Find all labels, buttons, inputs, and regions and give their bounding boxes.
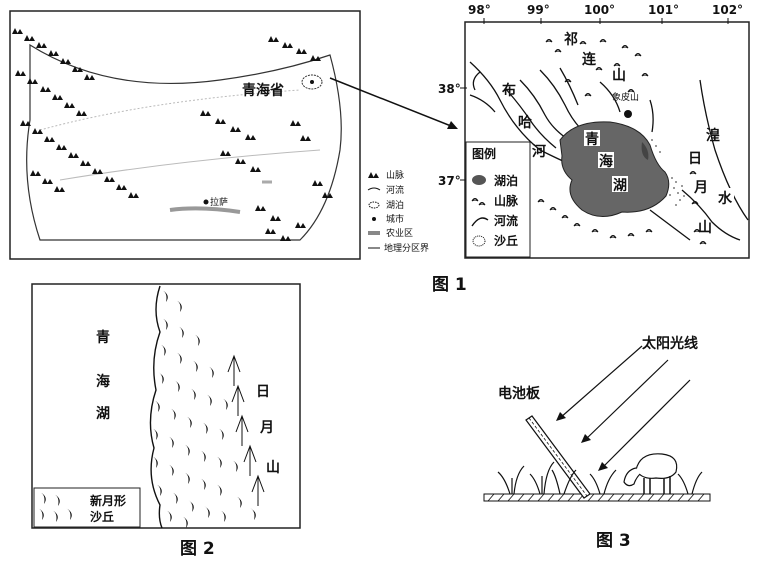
- figure1-caption: 图 1: [432, 275, 467, 295]
- lon-98: 98°: [468, 3, 491, 17]
- label-he: 河: [532, 143, 546, 160]
- label-lake-hu: 湖: [613, 178, 627, 194]
- lon-102: 102°: [712, 3, 743, 17]
- detail-legend: 图例 湖泊 山脉 河流 沙丘: [465, 141, 531, 258]
- lon-100: 100°: [584, 3, 615, 17]
- panel-label: 电池板: [498, 385, 541, 402]
- figure2-caption: 图 2: [180, 539, 215, 559]
- fig2-lake-hai: 海: [96, 373, 110, 390]
- label-shan: 山: [612, 68, 626, 84]
- dlegend-river: 河流: [493, 213, 518, 228]
- label-ha: 哈: [518, 114, 532, 131]
- overview-map: 青海省 拉萨 山脉 河流 湖泊 城市 农业区 地理分区界: [9, 10, 429, 260]
- label-lake-qing: 青: [585, 131, 599, 148]
- zoom-arrow: [329, 77, 457, 129]
- fig2-mtn-shan: 山: [266, 460, 280, 476]
- dlegend-mountain: 山脉: [494, 193, 519, 208]
- legend-city: 城市: [386, 213, 404, 225]
- figure3-diagram: 太阳光线 电池板: [483, 335, 711, 502]
- figure3-caption: 图 3: [596, 531, 631, 551]
- legend-lake: 湖泊: [386, 200, 404, 211]
- label-huang: 湟: [706, 127, 720, 144]
- label-lake-hai: 海: [599, 153, 613, 170]
- legend-farmland: 农业区: [386, 227, 413, 239]
- grass: [497, 461, 703, 495]
- dlegend-lake: 湖泊: [494, 173, 518, 188]
- label-riyue-shan: 山: [698, 220, 712, 236]
- fig2-mtn-yue: 月: [259, 420, 274, 436]
- fig2-mtn-ri: 日: [256, 384, 270, 400]
- label-ri: 日: [688, 151, 702, 167]
- fig2-legend: 新月形 沙丘: [33, 487, 141, 528]
- lat-38: 38°: [438, 82, 461, 96]
- riyue-mountain-ridge: [227, 354, 265, 506]
- fig2-legend-line2: 沙丘: [90, 509, 114, 524]
- label-xiangpi: 象皮山: [612, 91, 639, 103]
- lon-101: 101°: [648, 3, 679, 17]
- legend-river: 河流: [386, 184, 404, 196]
- dlegend-dune: 沙丘: [494, 233, 518, 248]
- label-shui: 水: [718, 190, 733, 207]
- overview-legend: 山脉 河流 湖泊 城市 农业区 地理分区界: [367, 169, 429, 254]
- lat-37: 37°: [438, 174, 461, 188]
- sheep: [623, 453, 678, 494]
- legend-boundary: 地理分区界: [384, 242, 429, 254]
- fig2-lake-hu: 湖: [96, 406, 110, 422]
- fig2-legend-line1: 新月形: [90, 493, 126, 508]
- detail-map: 98° 99° 100° 101° 102° 38° 37°: [438, 3, 750, 259]
- province-label: 青海省: [242, 82, 284, 99]
- solar-panel: [525, 415, 591, 499]
- label-yue: 月: [693, 180, 708, 196]
- sun-rays: [559, 345, 691, 469]
- legend-mountain: 山脉: [386, 169, 404, 181]
- city-label: 拉萨: [210, 196, 228, 208]
- detail-rivers: [469, 61, 749, 241]
- legend-title: 图例: [472, 146, 496, 161]
- label-lian: 连: [582, 51, 597, 68]
- label-qi: 祁: [564, 31, 578, 48]
- fig2-lake-qing: 青: [96, 329, 110, 346]
- sunlight-label: 太阳光线: [642, 335, 698, 352]
- label-bu: 布: [502, 82, 516, 99]
- figure2-diagram: 青 海 湖 日 月 山 新月形 沙丘: [31, 283, 301, 529]
- lon-99: 99°: [527, 3, 550, 17]
